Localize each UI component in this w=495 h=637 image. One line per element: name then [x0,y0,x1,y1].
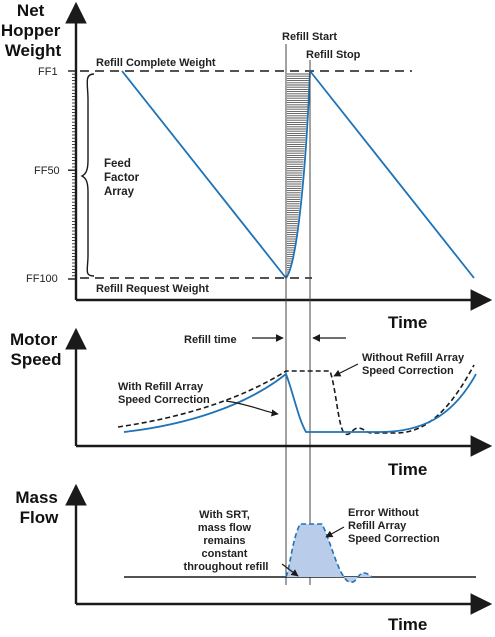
refill-time-label: Refill time [184,334,237,346]
weight-refill-rise-segment [285,70,311,279]
error-label-pointer [325,526,345,538]
feed-factor-label: Feed Factor Array [104,158,142,198]
weight-tick-marks [68,70,76,280]
tick-label-ff1: FF1 [38,66,58,78]
refill-start-label: Refill Start [282,31,337,43]
srt-note-line5: throughout refill [184,561,269,573]
without-correction-line1: Without Refill Array [362,352,465,364]
weight-axis-title: Net Hopper Weight [1,1,65,60]
motor-speed-panel: Motor Speed Refill time With Refill Arra… [10,327,493,479]
weight-decline-segment-2 [309,70,475,279]
srt-note-line1: With SRT, [199,509,250,521]
weight-axis-title-line3: Weight [5,41,62,60]
weight-x-axis-label: Time [388,313,427,332]
srt-note-line2: mass flow [198,522,252,534]
weight-decline-segment-1 [121,70,287,279]
mass-flow-error-fill [286,524,372,583]
without-correction-line2: Speed Correction [362,365,454,377]
tick-label-ff50: FF50 [34,165,60,177]
refill-request-label: Refill Request Weight [96,283,209,295]
flow-x-axis-label: Time [388,615,427,634]
with-correction-pointer [225,400,279,417]
speed-axis-title: Motor Speed [10,330,62,369]
refill-hatch-area [287,73,310,275]
srt-note-pointer [281,563,299,577]
mass-flow-panel: Mass Flow With SRT, mass flow remains co… [15,483,493,634]
speed-axis-title-line2: Speed [10,350,61,369]
refill-stop-label: Refill Stop [306,49,361,61]
feed-factor-line1: Feed [104,158,131,170]
speed-curve-without-correction [117,364,475,436]
srt-note-line3: remains [203,535,245,547]
weight-axis-title-line1: Net [17,1,45,20]
without-correction-pointer [333,363,359,377]
feed-factor-line3: Array [104,186,135,198]
feed-factor-line2: Factor [104,172,140,184]
error-label-line3: Speed Correction [348,533,440,545]
srt-note-line4: constant [202,548,248,560]
error-label-line2: Refill Array [348,520,407,532]
error-label-line1: Error Without [348,507,419,519]
srt-note-label: With SRT, mass flow remains constant thr… [184,509,269,573]
flow-axis-title: Mass Flow [15,488,62,527]
speed-curve-with-correction [123,372,477,433]
weight-axis-title-line2: Hopper [1,21,61,40]
feed-factor-brace [80,73,95,277]
flow-axis-title-line1: Mass [15,488,58,507]
with-correction-line1: With Refill Array [118,381,204,393]
speed-axis-title-line1: Motor [10,330,58,349]
with-correction-line2: Speed Correction [118,394,210,406]
weight-panel: Net Hopper Weight FF1 FF50 FF100 Refill … [1,1,493,332]
flow-axis-title-line2: Flow [20,508,59,527]
without-correction-label: Without Refill Array Speed Correction [362,352,467,377]
refill-complete-label: Refill Complete Weight [96,57,216,69]
tick-label-ff100: FF100 [26,273,58,285]
with-correction-label: With Refill Array Speed Correction [118,381,210,406]
error-label: Error Without Refill Array Speed Correct… [348,507,440,545]
speed-x-axis-label: Time [388,460,427,479]
